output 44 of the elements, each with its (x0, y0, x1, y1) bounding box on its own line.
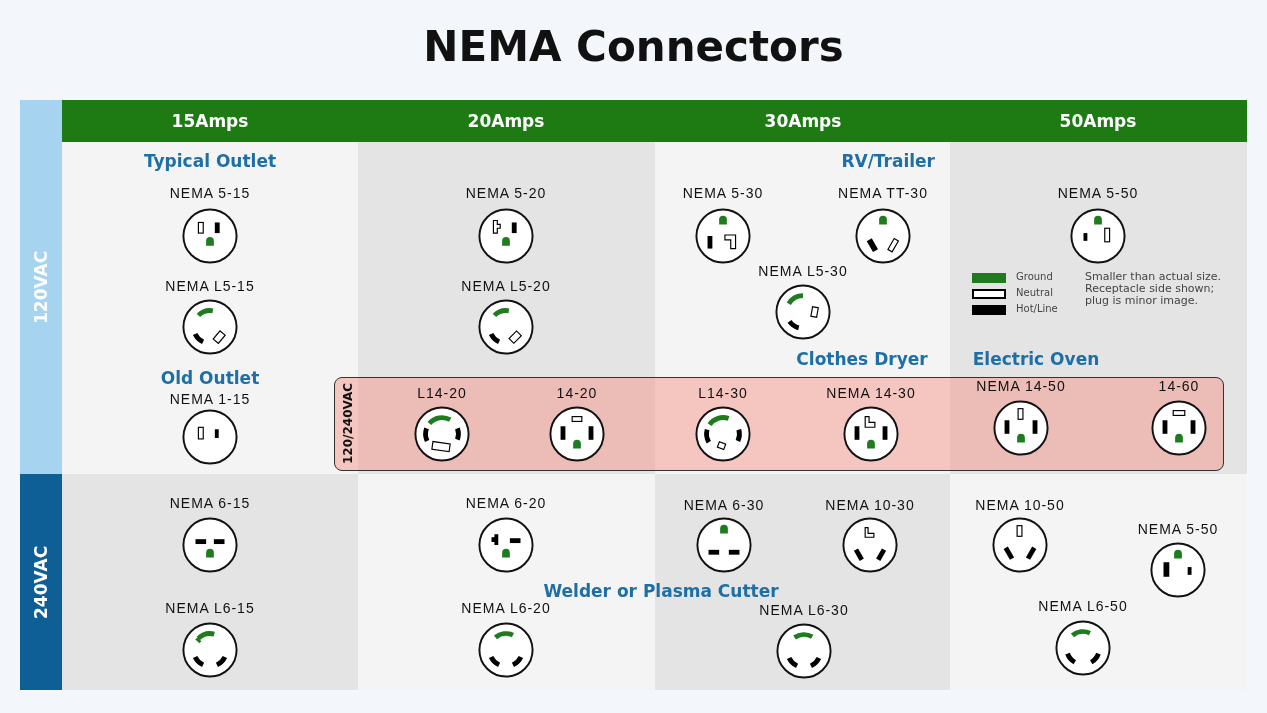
note-text: Smaller than actual size. Receptacle side shown; plug is minor image. (1085, 271, 1223, 307)
connector-name: NEMA 5-20 (465, 184, 547, 202)
connector-name: L14-20 (417, 384, 467, 402)
column-header: 30Amps (764, 111, 842, 131)
connector-name: NEMA L5-20 (461, 277, 551, 295)
connector-name: NEMA 10-50 (975, 496, 1065, 514)
band-label: 120/240VAC (340, 382, 356, 467)
connector-name: NEMA 10-30 (825, 496, 915, 514)
legend-text: Ground (1016, 271, 1053, 282)
row-header: 120VAC (20, 100, 62, 474)
connector-name: NEMA 5-30 (682, 184, 764, 202)
connector-name: NEMA L5-15 (165, 277, 255, 295)
category-heading: Welder or Plasma Cutter (543, 581, 779, 601)
connector-name: 14-20 (556, 384, 598, 402)
connector-name: NEMA 1-15 (169, 390, 251, 408)
column-header: 20Amps (467, 111, 545, 131)
connector-name: NEMA TT-30 (838, 184, 928, 202)
column-header: 15Amps (171, 111, 249, 131)
row-header: 240VAC (20, 474, 62, 690)
column-header: 50Amps (1059, 111, 1137, 131)
connector-name: NEMA L6-50 (1038, 597, 1128, 615)
connector-name: NEMA 5-50 (1057, 184, 1139, 202)
connector-name: NEMA 5-15 (169, 184, 251, 202)
category-heading: RV/Trailer (841, 151, 935, 171)
connector-name: NEMA 6-15 (169, 494, 251, 512)
category-heading: Electric Oven (972, 349, 1100, 369)
category-heading: Clothes Dryer (796, 349, 928, 369)
category-heading: Old Outlet (160, 368, 260, 388)
connector-name: NEMA L5-30 (758, 262, 848, 280)
connector-name: 14-60 (1158, 377, 1200, 395)
connector-name: NEMA L6-20 (461, 599, 551, 617)
category-heading: Typical Outlet (143, 151, 277, 171)
legend-text: Hot/Line (1016, 303, 1058, 314)
connector-name: NEMA 6-20 (465, 494, 547, 512)
connector-name: NEMA 5-50 (1137, 520, 1219, 538)
legend-text: Neutral (1016, 287, 1053, 298)
connector-name: NEMA L6-15 (165, 599, 255, 617)
connector-name: L14-30 (698, 384, 748, 402)
connector-name: NEMA 6-30 (683, 496, 765, 514)
title: NEMA Connectors (423, 22, 844, 71)
connector-name: NEMA 14-50 (976, 377, 1066, 395)
highlight-band (334, 377, 1224, 471)
connector-name: NEMA 14-30 (826, 384, 916, 402)
connector-name: NEMA L6-30 (759, 601, 849, 619)
